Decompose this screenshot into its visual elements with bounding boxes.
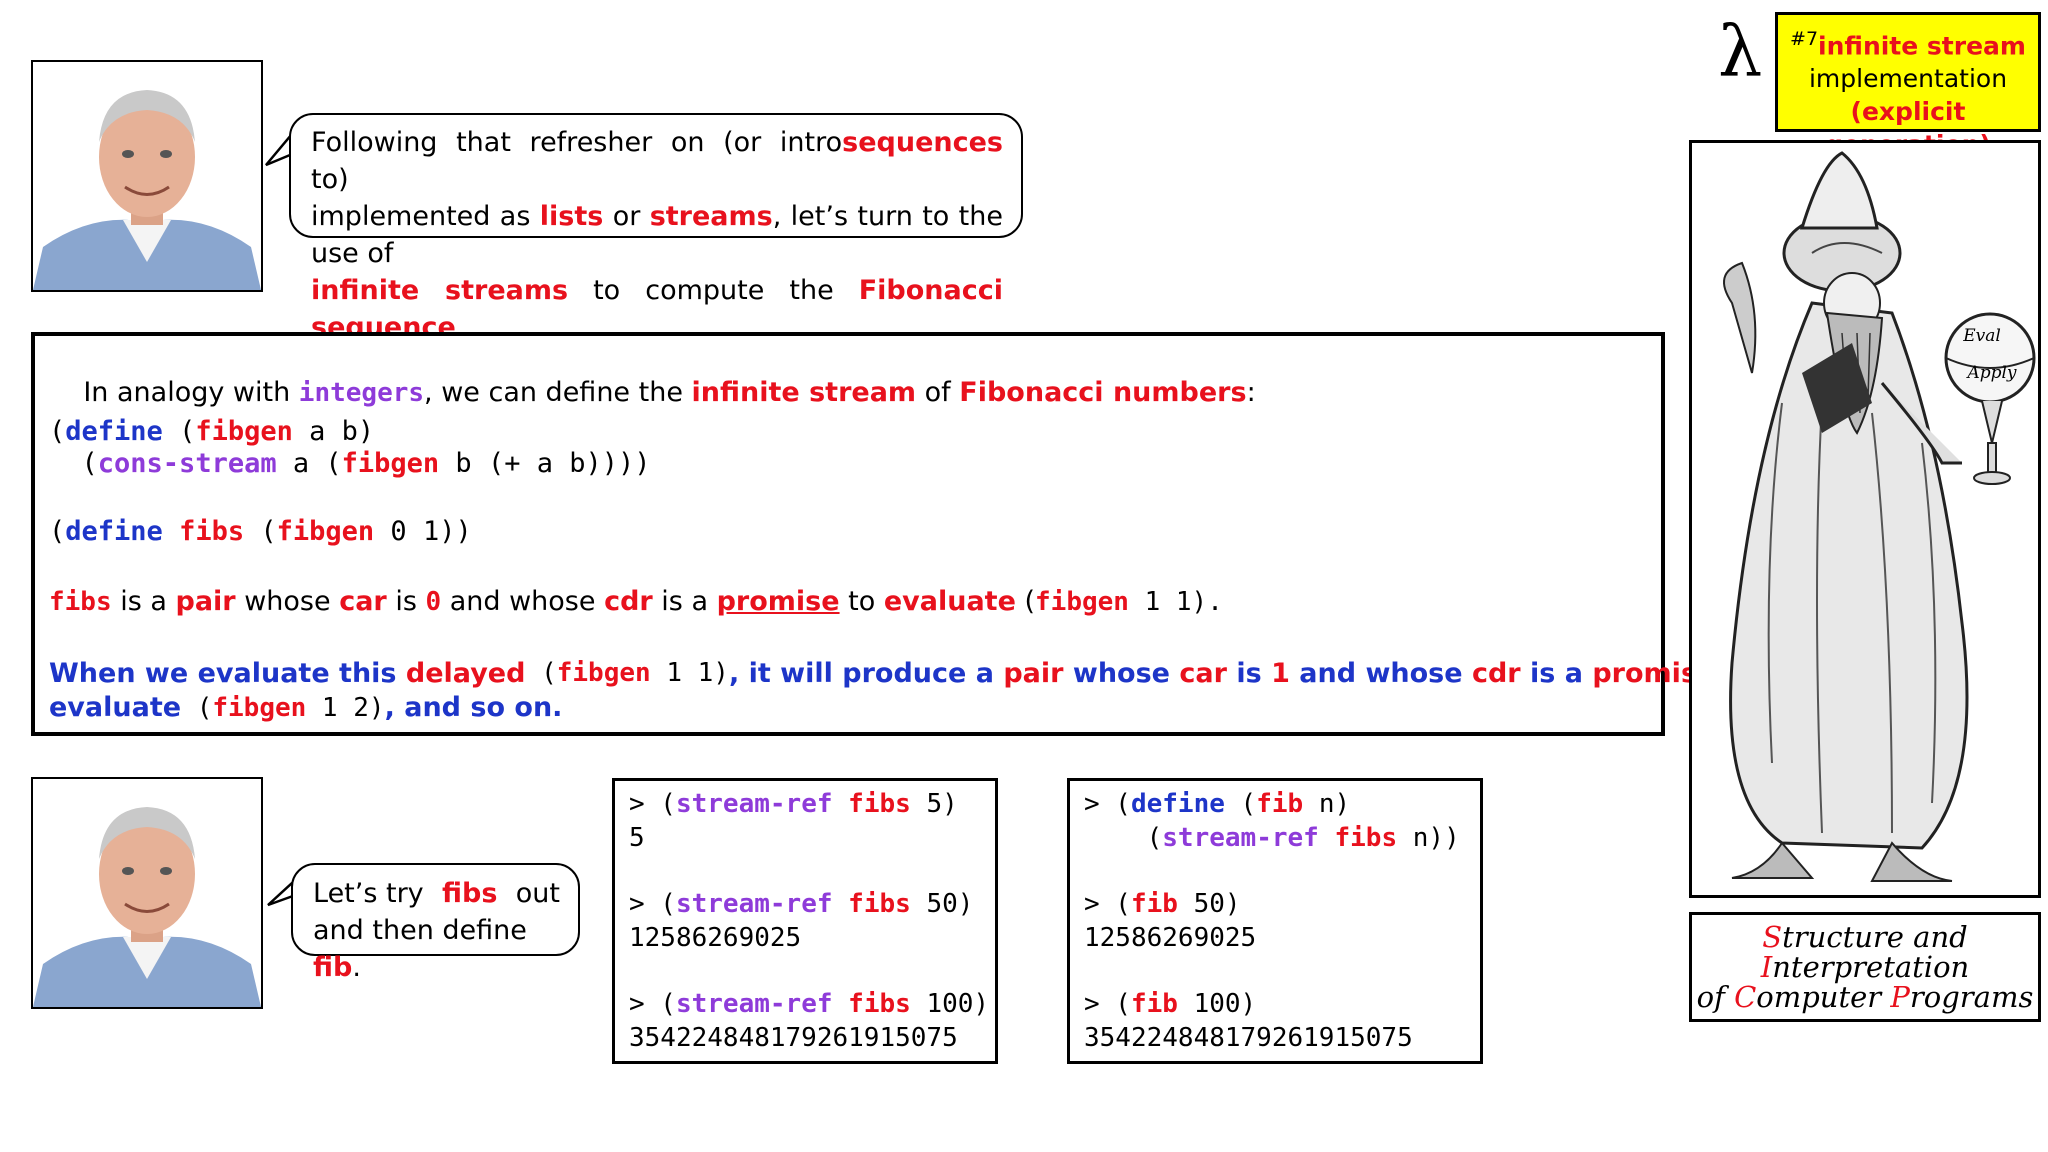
repl2-define-1: > (define (fib n)	[1084, 789, 1351, 819]
bubble1-text-5: to compute the	[568, 275, 859, 306]
bubble1-sequences: sequences	[842, 127, 1003, 158]
bubble2-text-2: out	[515, 878, 560, 909]
repl2-cmd-1: > (fib 50)	[1084, 889, 1241, 919]
repl1-out-2: 12586269025	[629, 923, 802, 953]
bubble1-text-2: implemented as	[311, 201, 540, 232]
bubble1-text-4: , let’s turn to the use of	[311, 201, 1003, 269]
code-line-3: (define fibs (fibgen 0 1))	[49, 516, 472, 547]
badge-line2: implementation	[1808, 64, 2008, 94]
definition-box: In analogy with integers, we can define …	[31, 332, 1756, 736]
intro-fibonacci-numbers: Fibonacci numbers	[959, 377, 1247, 408]
repl2-define-2: (stream-ref fibs n))	[1084, 823, 1460, 853]
bubble2-fibs: fibs	[442, 878, 498, 909]
explanation-line-2: When we evaluate this delayed (fibgen 1 …	[49, 658, 1756, 689]
repl-fib-box: > (define (fib n) (stream-ref fibs n)) >…	[1067, 778, 1483, 1064]
badge-number: #7	[1790, 28, 1819, 50]
slide-badge: #7infinite stream implementation (explic…	[1775, 12, 2041, 159]
intro-text-4: :	[1246, 377, 1256, 408]
sicp-line-2: Interpretation	[1760, 950, 1970, 984]
repl2-out-2: 354224848179261915075	[1084, 1023, 1413, 1053]
presenter-photo-bottom	[31, 777, 263, 1009]
repl1-cmd-3: > (stream-ref fibs 100)	[629, 989, 990, 1019]
globe-eval-label: Eval	[1962, 326, 2001, 346]
bubble1-lists: lists	[539, 201, 604, 232]
sicp-line-3: of Computer Programs	[1696, 980, 2034, 1014]
intro-text-3: of	[916, 377, 960, 408]
bubble2-fib: fib	[313, 952, 353, 983]
bubble1-infinite-streams: infinite streams	[311, 275, 569, 306]
bubble1-text-1: Following that refresher on (or intro to…	[311, 127, 843, 195]
explanation-line-1: fibs is a pair whose car is 0 and whose …	[49, 586, 1223, 617]
intro-line: In analogy with integers, we can define …	[49, 346, 1256, 439]
repl-stream-ref-box: > (stream-ref fibs 5) 5 > (stream-ref fi…	[612, 778, 998, 1064]
intro-infinite-stream: infinite stream	[691, 377, 917, 408]
bubble2-text-1: Let’s try	[313, 878, 424, 909]
intro-text-2: , we can define the	[424, 377, 692, 408]
bubble1-streams: streams	[649, 201, 773, 232]
repl1-out-3: 354224848179261915075	[629, 1023, 958, 1053]
bubble1-text-6: .	[455, 312, 465, 343]
explanation-line-3: evaluate (fibgen 1 2), and so on.	[49, 692, 563, 723]
repl1-out-1: 5	[629, 823, 645, 853]
repl2-cmd-2: > (fib 100)	[1084, 989, 1257, 1019]
bubble1-text-3: or	[603, 201, 650, 232]
globe-apply-label: Apply	[1965, 363, 2016, 383]
lambda-icon: λ	[1718, 11, 1763, 93]
repl1-cmd-1: > (stream-ref fibs 5)	[629, 789, 958, 819]
intro-text-1: In analogy with	[83, 377, 299, 408]
badge-line1: infinite stream	[1818, 31, 2026, 61]
repl2-out-1: 12586269025	[1084, 923, 1257, 953]
repl1-cmd-2: > (stream-ref fibs 50)	[629, 889, 974, 919]
speech-bubble-bottom: Let’s try fibs out and then define fib.	[291, 863, 580, 983]
code-line-2: (cons-stream a (fibgen b (+ a b))))	[49, 448, 651, 479]
sicp-line-1: Structure and	[1762, 920, 1968, 954]
wizard-icon: Eval Apply	[1723, 151, 2036, 882]
bubble2-text-3: and then define	[313, 915, 527, 946]
bubble2-text-4: .	[352, 952, 361, 983]
intro-integers: integers	[298, 378, 425, 408]
sicp-wizard-illustration: Eval Apply	[1689, 140, 2041, 898]
presenter-photo-top	[31, 60, 263, 292]
speech-bubble-top: Following that refresher on (or intro to…	[289, 113, 1023, 343]
code-line-1: (define (fibgen a b)	[49, 416, 375, 447]
sicp-book-title: Structure and Interpretation of Computer…	[1689, 912, 2041, 1022]
